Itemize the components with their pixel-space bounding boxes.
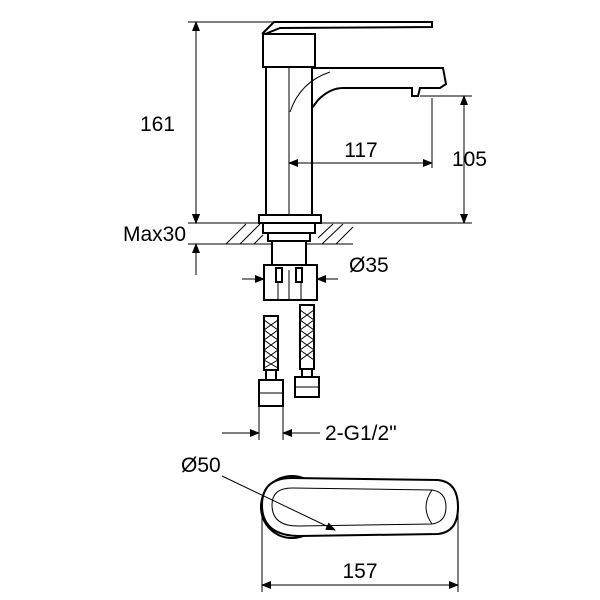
mounting-shank <box>262 222 318 301</box>
dimension-max30: Max30 <box>123 223 186 246</box>
handle-lever <box>261 21 433 36</box>
dimension-157: 157 <box>342 560 377 583</box>
dimension-diameter-50: Ø50 <box>181 454 221 477</box>
spout <box>311 67 448 111</box>
handle-block <box>262 33 316 68</box>
faucet-side-view <box>258 21 448 224</box>
dimension-161: 161 <box>140 113 175 136</box>
dimension-105: 105 <box>452 148 487 171</box>
dimension-lines <box>188 21 472 440</box>
faucet-top-view <box>221 475 460 592</box>
dimension-117: 117 <box>344 139 377 162</box>
dimension-diameter-35: Ø35 <box>349 254 389 277</box>
base-flange <box>258 214 322 224</box>
top-view-spout <box>260 476 460 538</box>
dimension-hose-connection: 2-G1/2" <box>325 422 397 445</box>
flexible-hoses <box>258 304 320 407</box>
